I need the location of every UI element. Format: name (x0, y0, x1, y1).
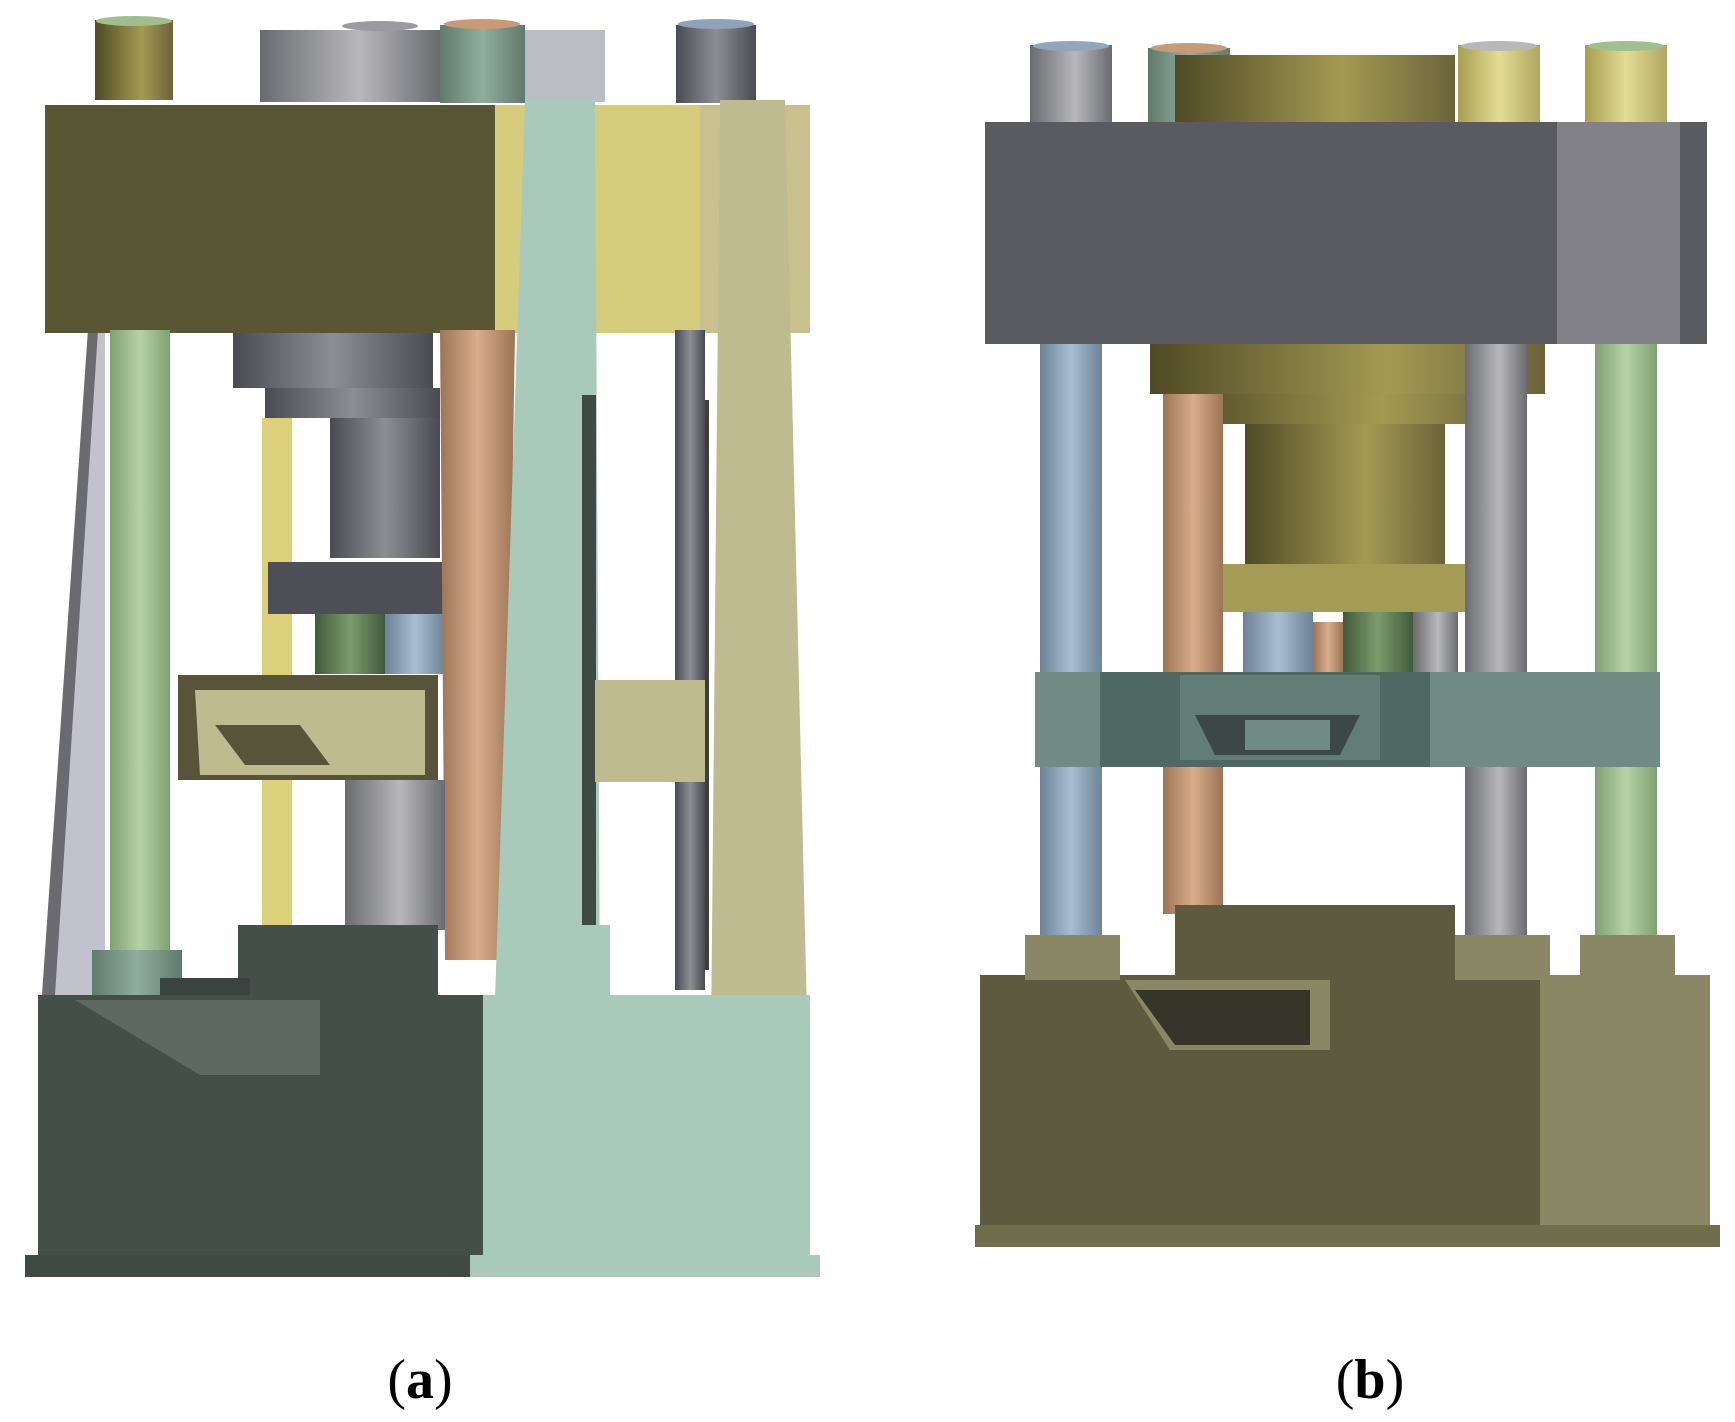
panel-a-press-model (25, 16, 820, 1277)
panel-b-column-blue (1040, 344, 1102, 944)
panel-a-upper-crossbeam (45, 105, 525, 333)
panel-a-column-left (110, 330, 170, 960)
panel-b-upper-crossbeam (985, 122, 1557, 344)
panel-a-mint-plate (495, 100, 600, 1000)
panel-b-column-green (1595, 344, 1657, 944)
panel-a-upper-ram (233, 333, 433, 388)
panel-b-press-model (975, 41, 1720, 1247)
panel-a-top-caps (95, 16, 756, 103)
panel-b-column-copper (1163, 394, 1223, 914)
panel-b-top-caps (1030, 41, 1667, 125)
panel-a-right-plate (710, 100, 810, 1140)
panel-a-column-copper (440, 330, 515, 960)
panel-a-label: (a) (387, 1349, 452, 1411)
panel-b-column-gray (1465, 344, 1527, 944)
panel-b-label: (b) (1336, 1349, 1404, 1411)
